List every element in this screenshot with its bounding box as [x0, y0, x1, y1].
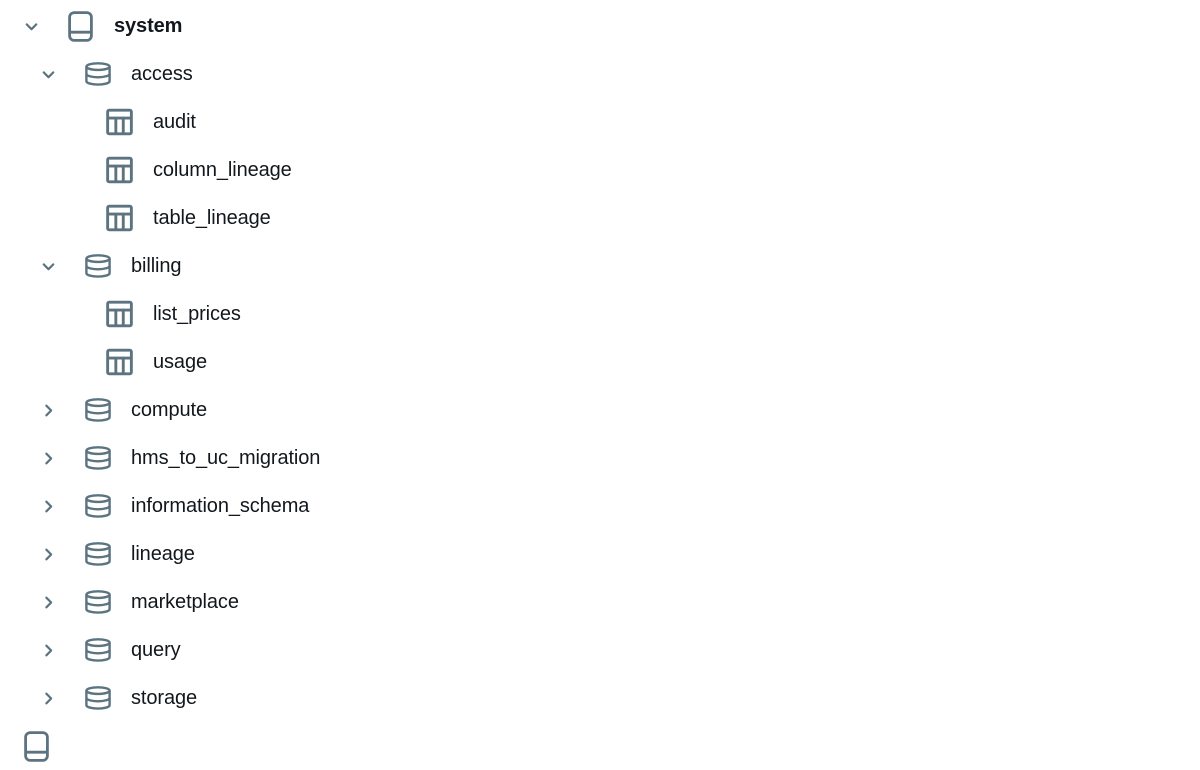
tree-item-label: query: [131, 639, 181, 661]
database-icon: [84, 250, 111, 282]
chevron-down-icon[interactable]: [40, 258, 57, 275]
tree-item-label: system: [114, 15, 183, 37]
tree-item-partial-catalog[interactable]: [0, 722, 1200, 770]
table-icon: [106, 298, 133, 330]
tree-item-label: access: [131, 63, 193, 85]
tree-item-label: storage: [131, 687, 198, 709]
tree-item-compute[interactable]: compute: [0, 386, 1200, 434]
tree-item-system[interactable]: system: [0, 2, 1200, 50]
tree-item-list_prices[interactable]: list_prices: [0, 290, 1200, 338]
tree-item-information_schema[interactable]: information_schema: [0, 482, 1200, 530]
database-icon: [84, 442, 111, 474]
tree-item-usage[interactable]: usage: [0, 338, 1200, 386]
tree-item-label: lineage: [131, 543, 195, 565]
tree-item-query[interactable]: query: [0, 626, 1200, 674]
tree-item-label: information_schema: [131, 495, 310, 517]
database-icon: [84, 394, 111, 426]
chevron-right-icon[interactable]: [40, 690, 57, 707]
tree-item-label: audit: [153, 111, 196, 133]
tree-item-table_lineage[interactable]: table_lineage: [0, 194, 1200, 242]
tree-item-label: compute: [131, 399, 208, 421]
chevron-down-icon[interactable]: [23, 18, 40, 35]
tree-item-label: table_lineage: [153, 207, 271, 229]
chevron-right-icon[interactable]: [40, 498, 57, 515]
table-icon: [106, 346, 133, 378]
database-icon: [84, 538, 111, 570]
catalog-icon: [67, 10, 94, 42]
tree-item-label: marketplace: [131, 591, 239, 613]
tree-item-hms_to_uc_migration[interactable]: hms_to_uc_migration: [0, 434, 1200, 482]
chevron-right-icon[interactable]: [40, 402, 57, 419]
database-icon: [84, 586, 111, 618]
database-icon: [84, 634, 111, 666]
tree-item-lineage[interactable]: lineage: [0, 530, 1200, 578]
database-icon: [84, 490, 111, 522]
chevron-right-icon[interactable]: [40, 594, 57, 611]
chevron-right-icon[interactable]: [40, 546, 57, 563]
tree-item-marketplace[interactable]: marketplace: [0, 578, 1200, 626]
catalog-icon: [23, 730, 50, 762]
tree-item-label: hms_to_uc_migration: [131, 447, 321, 469]
tree-item-storage[interactable]: storage: [0, 674, 1200, 722]
tree-item-label: column_lineage: [153, 159, 292, 181]
table-icon: [106, 106, 133, 138]
tree-item-label: usage: [153, 351, 207, 373]
table-icon: [106, 202, 133, 234]
tree-item-label: billing: [131, 255, 182, 277]
chevron-down-icon[interactable]: [40, 66, 57, 83]
chevron-right-icon[interactable]: [40, 450, 57, 467]
table-icon: [106, 154, 133, 186]
tree-item-access[interactable]: access: [0, 50, 1200, 98]
tree-item-billing[interactable]: billing: [0, 242, 1200, 290]
database-icon: [84, 682, 111, 714]
tree-item-label: list_prices: [153, 303, 241, 325]
database-icon: [84, 58, 111, 90]
tree-item-audit[interactable]: audit: [0, 98, 1200, 146]
tree-item-column_lineage[interactable]: column_lineage: [0, 146, 1200, 194]
chevron-right-icon[interactable]: [40, 642, 57, 659]
